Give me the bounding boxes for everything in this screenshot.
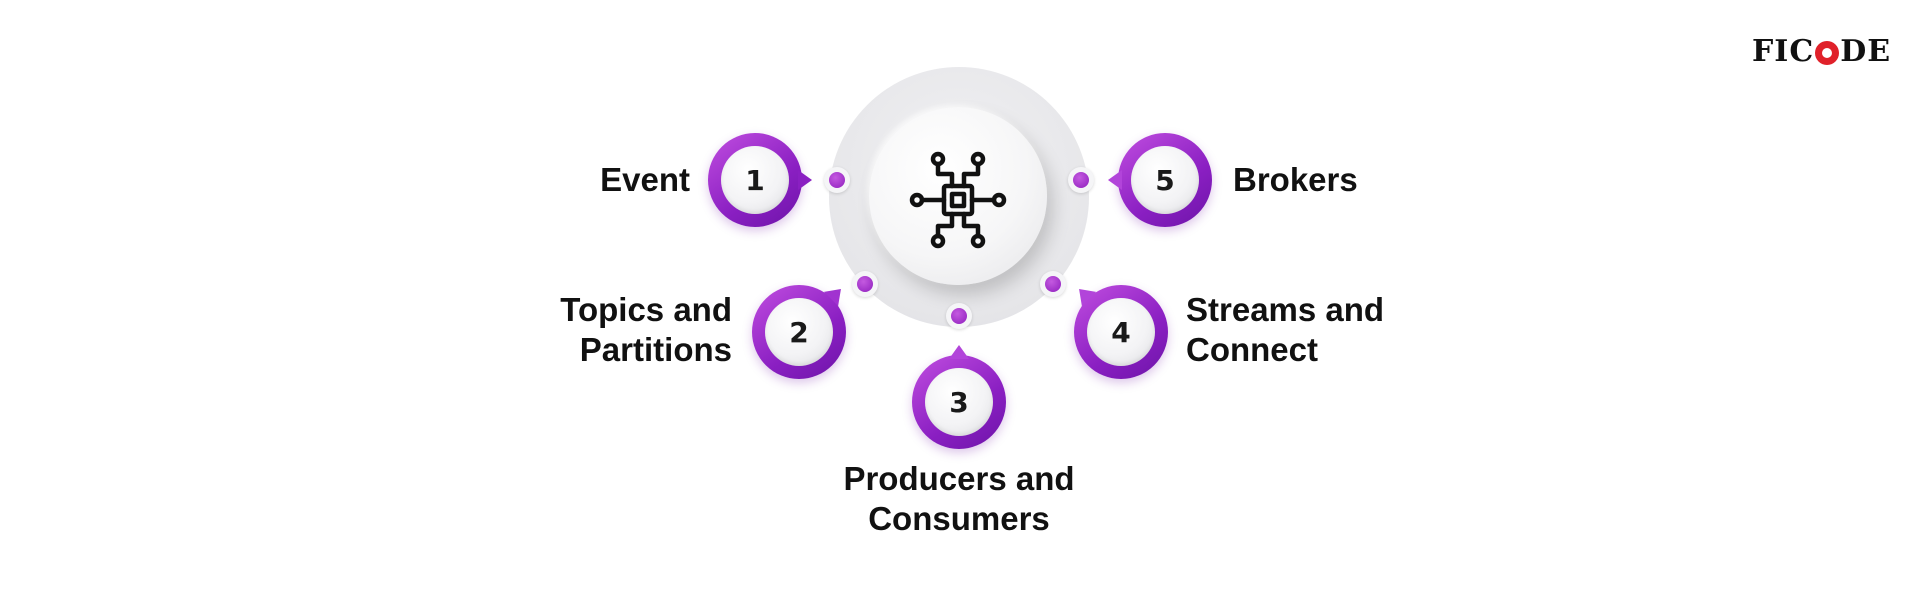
step-number-2: 2 xyxy=(789,315,809,349)
step-label-3: Producers and Consumers xyxy=(843,460,1075,537)
logo-text-suffix: DE xyxy=(1840,34,1892,69)
step-number-5: 5 xyxy=(1155,163,1175,197)
step-badge-2: 2 xyxy=(752,281,849,379)
badge-inner: 5 xyxy=(1131,146,1199,214)
circuit-chip-icon xyxy=(909,151,1007,249)
logo-o-mark-icon xyxy=(1815,40,1840,65)
badge-inner: 1 xyxy=(721,146,789,214)
step-badge-1: 1 xyxy=(708,133,812,227)
logo-text-prefix: FI xyxy=(1752,34,1790,69)
badge-pointer xyxy=(949,345,969,359)
step-badge-3: 3 xyxy=(912,345,1006,449)
step-number-3: 3 xyxy=(949,385,969,419)
step-badge-5: 5 xyxy=(1108,133,1212,227)
badge-pointer xyxy=(823,281,849,307)
connector-dot-2 xyxy=(852,271,878,297)
step-number-1: 1 xyxy=(745,163,765,197)
connector-dot-4 xyxy=(1040,271,1066,297)
connector-dot-1 xyxy=(824,167,850,193)
connector-dot-3 xyxy=(946,303,972,329)
step-label-1: Event xyxy=(600,161,690,198)
badge-inner: 3 xyxy=(925,368,993,436)
connector-dot-5 xyxy=(1068,167,1094,193)
step-badge-4: 4 xyxy=(1071,281,1168,379)
badge-pointer xyxy=(798,170,812,190)
badge-pointer xyxy=(1071,281,1097,307)
badge-pointer xyxy=(1108,170,1122,190)
step-label-5: Brokers xyxy=(1233,161,1358,198)
logo-text-c: C xyxy=(1789,34,1815,69)
step-number-4: 4 xyxy=(1111,315,1131,349)
step-label-4: Streams and Connect xyxy=(1186,291,1385,368)
step-label-2: Topics and Partitions xyxy=(560,291,732,368)
badge-inner: 2 xyxy=(765,298,833,366)
badge-inner: 4 xyxy=(1087,298,1155,366)
